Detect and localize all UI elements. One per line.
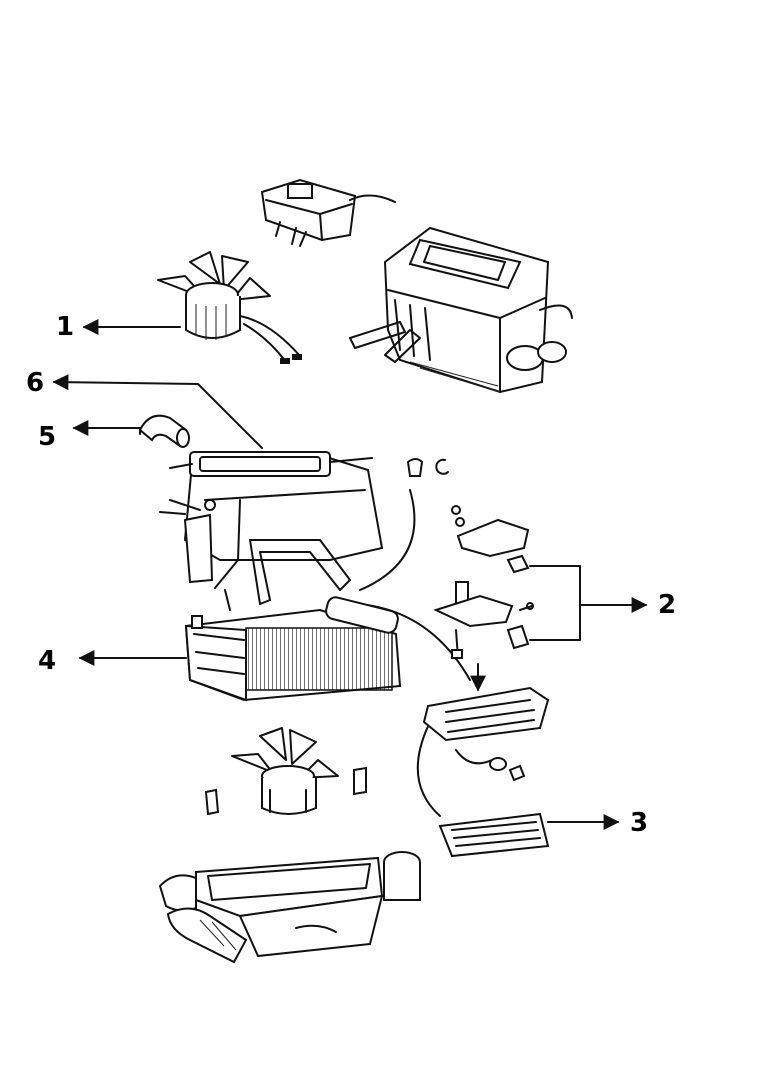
blower-motor-bottom	[204, 727, 367, 816]
control-valve-parts	[433, 505, 534, 659]
callout-2: 2	[658, 590, 677, 620]
air-duct-box	[158, 851, 421, 964]
trim-plate	[438, 812, 550, 858]
heater-box-assembly	[349, 226, 573, 394]
callout-arrows	[52, 319, 648, 830]
heater-housing	[159, 450, 384, 611]
callout-3: 3	[630, 808, 649, 838]
heater-core	[184, 596, 402, 702]
callout-5: 5	[38, 422, 57, 452]
control-switch-unit	[260, 178, 396, 247]
callout-4: 4	[38, 646, 57, 676]
screw-fitting	[489, 757, 526, 782]
blower-motor-top	[157, 251, 302, 364]
callout-6: 6	[26, 368, 45, 398]
grommet-and-clip	[406, 458, 449, 477]
heater-hose	[138, 414, 190, 448]
outlet-grille	[422, 663, 550, 742]
callout-1: 1	[56, 312, 75, 342]
